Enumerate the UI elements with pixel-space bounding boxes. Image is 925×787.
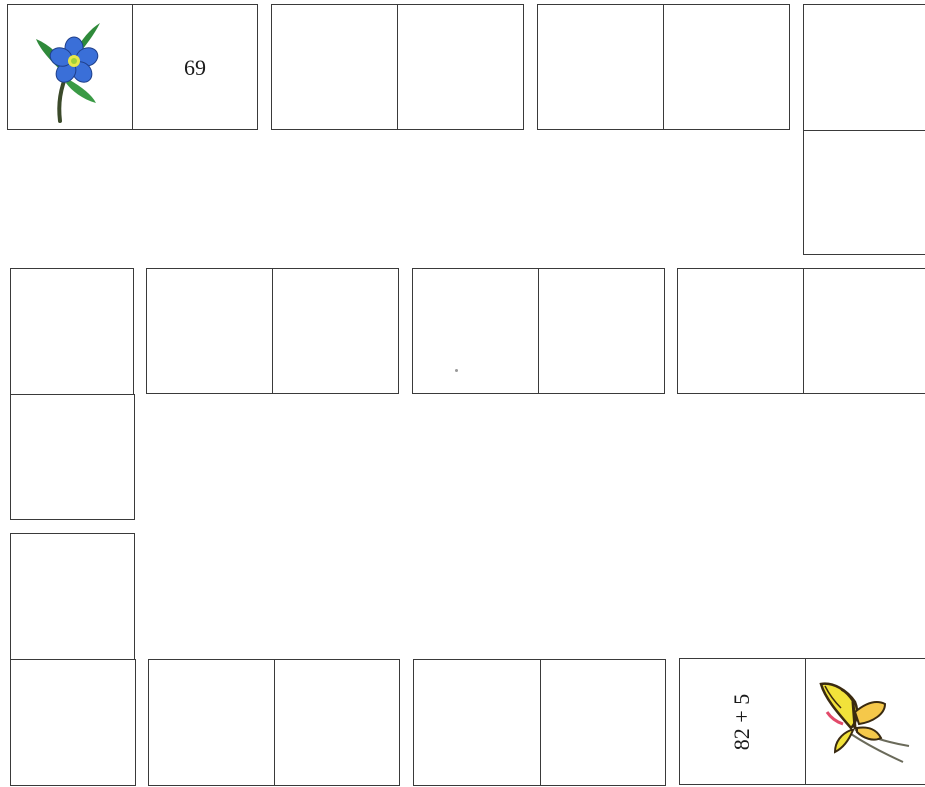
board-square-14 — [272, 268, 399, 394]
board-square-23: 82 + 5 — [679, 658, 806, 785]
board-square-15 — [10, 268, 134, 395]
end-expression: 82 + 5 — [729, 693, 755, 749]
board-square-18 — [10, 659, 136, 786]
board-square-8 — [803, 130, 925, 255]
board-square-19 — [148, 659, 275, 786]
board-square-13 — [146, 268, 273, 394]
board-square-10 — [803, 268, 925, 394]
flower-icon — [30, 9, 110, 125]
board-square-17 — [10, 533, 135, 660]
board-square-6 — [663, 4, 790, 130]
board-square-end — [805, 658, 925, 785]
board-square-5 — [537, 4, 664, 130]
board-square-3 — [271, 4, 398, 130]
board-square-4 — [397, 4, 524, 130]
butterfly-icon — [811, 672, 921, 772]
speck-mark — [455, 369, 458, 372]
board-square-20 — [274, 659, 400, 786]
board-square-22 — [540, 659, 666, 786]
board-square-12 — [538, 268, 665, 394]
board-square-7 — [803, 4, 925, 131]
board-square-21 — [413, 659, 541, 786]
board-square-16 — [10, 394, 135, 520]
board-square-9 — [677, 268, 804, 394]
board-square-2: 69 — [132, 4, 258, 130]
board-square-11 — [412, 268, 539, 394]
board-square-start — [7, 4, 133, 130]
start-number: 69 — [184, 55, 206, 81]
